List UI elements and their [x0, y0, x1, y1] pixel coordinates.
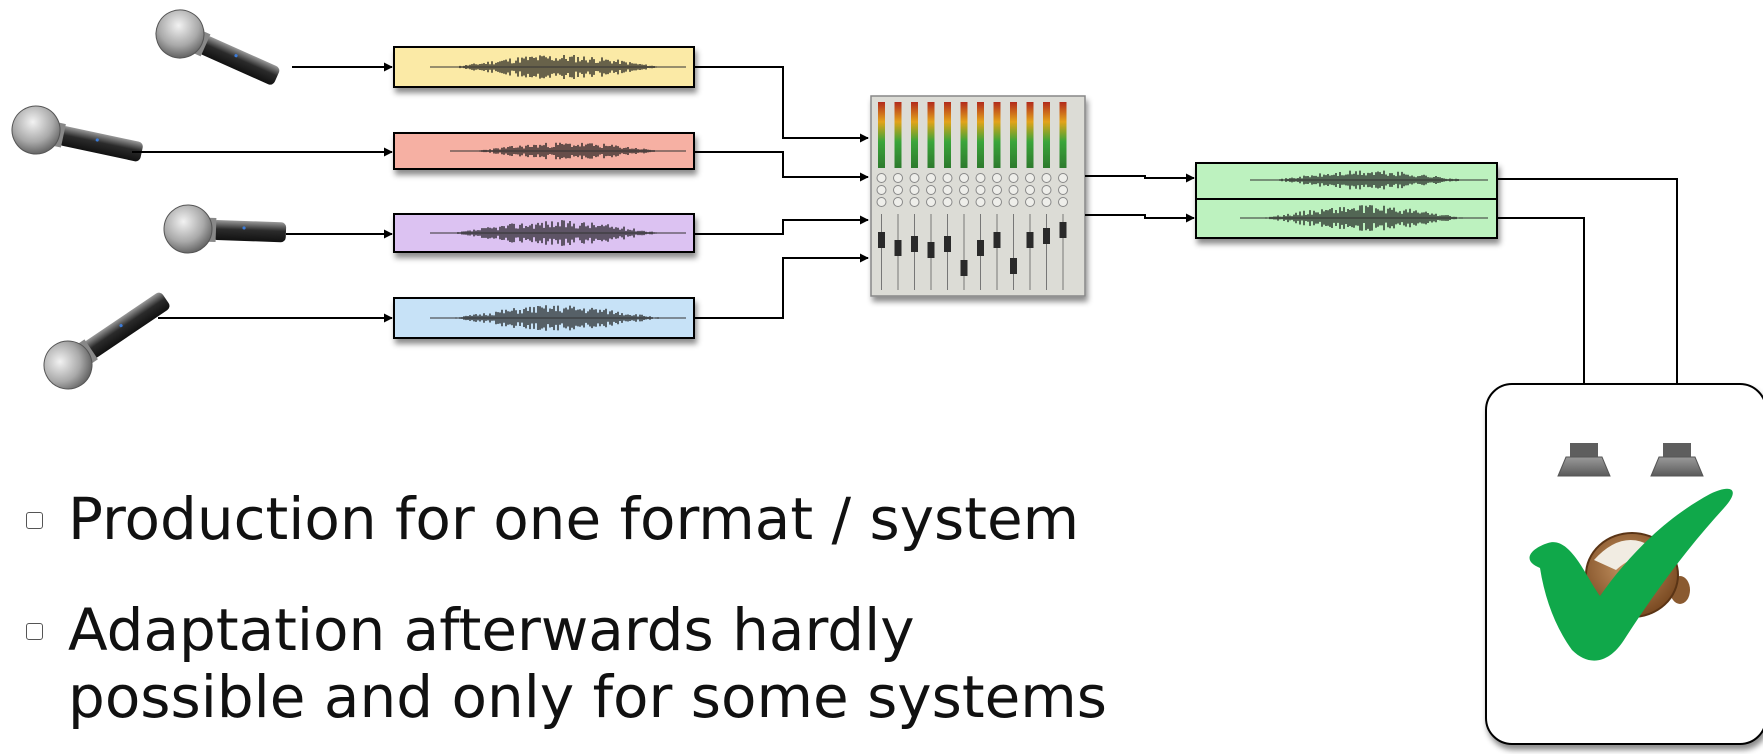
- bullet-item: Production for one format / system: [22, 486, 1182, 553]
- bullet-text: Adaptation afterwards hardly: [68, 596, 915, 664]
- bullet-item: Adaptation afterwards hardly possible an…: [22, 597, 1182, 731]
- speaker-icon: [1650, 443, 1704, 477]
- waveforms: [430, 55, 686, 331]
- bullet-marker-icon: [26, 512, 43, 529]
- mixer-connections: [694, 66, 869, 319]
- microphone-icon: [11, 105, 143, 162]
- microphone-icon: [43, 292, 170, 390]
- microphone-icon: [155, 9, 280, 85]
- bullet-text-continuation: possible and only for some systems: [68, 663, 1107, 731]
- checkmark-icon: [1529, 488, 1733, 661]
- mic-connections: [132, 62, 393, 323]
- mixing-console-icon: [870, 95, 1086, 297]
- bullet-text: Production for one format / system: [68, 485, 1080, 553]
- microphone-icon: [163, 204, 287, 254]
- stereo-track: [1195, 162, 1498, 239]
- bullet-marker-icon: [26, 623, 43, 640]
- bullet-list: Production for one format / system Adapt…: [22, 486, 1182, 731]
- stereo-waveforms: [1240, 170, 1488, 231]
- stereo-connections: [1085, 173, 1195, 223]
- speaker-connections: [1497, 178, 1682, 441]
- speaker-icon: [1557, 443, 1611, 477]
